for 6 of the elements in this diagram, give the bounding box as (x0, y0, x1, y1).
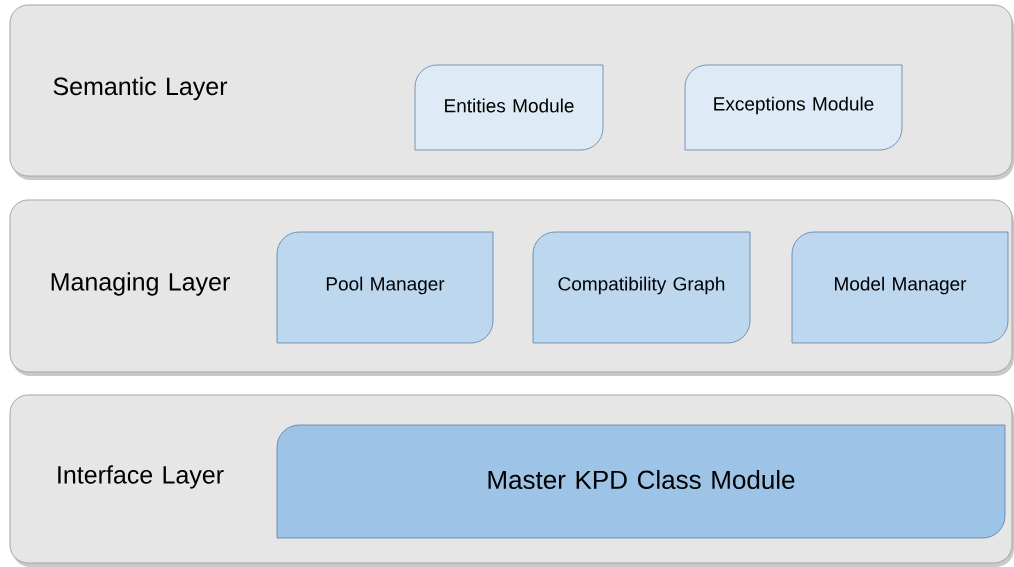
module-box: Master KPD Class Module (276, 424, 1006, 539)
module-box: Model Manager (791, 231, 1009, 344)
module-box: Pool Manager (276, 231, 494, 344)
module-box: Compatibility Graph (532, 231, 751, 344)
module-box: Entities Module (414, 64, 604, 151)
module-box: Exceptions Module (684, 64, 903, 151)
